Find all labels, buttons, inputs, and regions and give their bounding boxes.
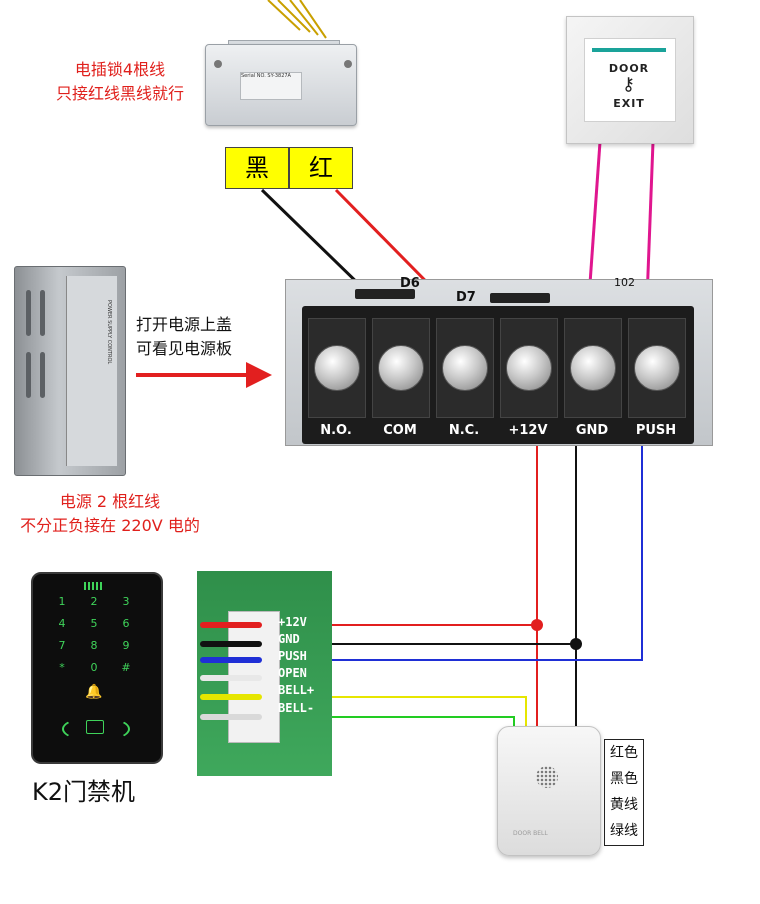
tag-red: 红 [289, 147, 353, 189]
screw-icon [506, 345, 552, 391]
wire-stub-blue [200, 657, 262, 663]
exit-teal-bar [592, 48, 666, 52]
wire-stub-red [200, 622, 262, 628]
pin-label-bell-plus: BELL+ [278, 683, 315, 697]
screw-icon [570, 345, 616, 391]
psu-arrow-note: 打开电源上盖 可看见电源板 [136, 313, 232, 361]
terminal-com [372, 318, 430, 418]
lock-note-line1: 电插锁4根线 [74, 60, 166, 79]
tag-black: 黑 [225, 147, 289, 189]
terminal-label: N.O. [305, 418, 367, 444]
psu-note-line2: 不分正负接在 220V 电的 [20, 516, 200, 535]
pin-label-open: OPEN [278, 666, 307, 680]
screw-icon [634, 345, 680, 391]
psu-arrow-note-line2: 可看见电源板 [136, 339, 233, 358]
pin-label-gnd: GND [278, 632, 300, 646]
legend-green: 绿线 [610, 823, 638, 839]
bell-caption: DOOR BELL [513, 830, 548, 837]
lock-wire-bundle [267, 0, 327, 39]
lock-note-line2: 只接红线黑线就行 [55, 84, 184, 103]
door-bell [497, 726, 601, 856]
diode-d7-label: D7 [456, 290, 476, 305]
diode-d6-icon [355, 289, 415, 299]
pin-label-push: PUSH [278, 649, 307, 663]
vent-slot-icon [26, 352, 31, 398]
wire-stub-yellow [200, 694, 262, 700]
terminal-label: GND [561, 418, 623, 444]
psu-note: 电源 2 根红线 不分正负接在 220V 电的 [0, 490, 220, 538]
key-star: * [59, 661, 65, 674]
psu-note-line1: 电源 2 根红线 [59, 492, 161, 511]
diode-d7-icon [490, 293, 550, 303]
diode-d6-label: D6 [400, 276, 420, 291]
bell-icon: 🔔 [85, 684, 103, 700]
key-1: 1 [58, 595, 66, 608]
signal-indicator-icon [84, 582, 104, 590]
wire-stub-black [200, 641, 262, 647]
lock-label: Serial NO. SY-3827A [240, 72, 302, 100]
terminal-label: +12V [497, 418, 559, 444]
power-supply-face [66, 276, 117, 466]
bell-wire-legend: 红色 黑色 黄线 绿线 [604, 739, 644, 846]
pin-label-12v: +12V [278, 615, 307, 629]
lock-note: 电插锁4根线 只接红线黑线就行 [30, 58, 210, 106]
vent-slot-icon [40, 352, 45, 398]
key-3: 3 [122, 595, 130, 608]
psu-arrow-head [246, 362, 272, 388]
key-5: 5 [90, 617, 98, 630]
exit-exit-text: EXIT [613, 97, 645, 110]
terminal-gnd [564, 318, 622, 418]
psu-arrow-note-line1: 打开电源上盖 [136, 315, 233, 334]
screw-icon [314, 345, 360, 391]
green-wire-bell-minus [262, 716, 515, 728]
lock-screw-icon [214, 60, 222, 68]
legend-black: 黑色 [610, 771, 638, 787]
terminal-label: N.C. [433, 418, 495, 444]
junction-black [570, 638, 582, 650]
vent-slot-icon [26, 290, 31, 336]
junction-red [531, 619, 543, 631]
pin-label-bell-minus: BELL- [278, 701, 315, 715]
psu-label: POWER SUPPLY CONTROL [106, 300, 112, 365]
board-code: 102 [614, 276, 635, 289]
key-9: 9 [122, 639, 130, 652]
terminal-label: PUSH [625, 418, 687, 444]
door-exit-face [584, 38, 676, 122]
key-2: 2 [90, 595, 98, 608]
speaker-grill-icon [536, 766, 558, 788]
vent-slot-icon [40, 290, 45, 336]
lock-screw-icon [344, 60, 352, 68]
terminal-12v [500, 318, 558, 418]
screw-icon [378, 345, 424, 391]
terminal-nc [436, 318, 494, 418]
key-0: 0 [90, 661, 98, 674]
key-4: 4 [58, 617, 66, 630]
card-icon [86, 720, 104, 734]
electric-lock [205, 44, 357, 126]
key-icon: ⚷ [621, 74, 637, 95]
key-6: 6 [122, 617, 130, 630]
legend-yellow: 黄线 [610, 797, 638, 813]
wire-stub-white [200, 675, 262, 681]
key-8: 8 [90, 639, 98, 652]
terminal-push [628, 318, 686, 418]
blue-wire-push-down [262, 444, 643, 661]
keypad-caption: K2门禁机 [32, 778, 136, 806]
key-hash: # [121, 661, 131, 674]
terminal-no [308, 318, 366, 418]
screw-icon [442, 345, 488, 391]
exit-door-text: DOOR [608, 62, 650, 75]
yellow-wire-bell-plus [262, 696, 527, 728]
legend-red: 红色 [610, 745, 638, 761]
rfid-wave-icon [62, 716, 130, 742]
key-7: 7 [58, 639, 66, 652]
terminal-label: COM [369, 418, 431, 444]
wire-stub-gray [200, 714, 262, 720]
